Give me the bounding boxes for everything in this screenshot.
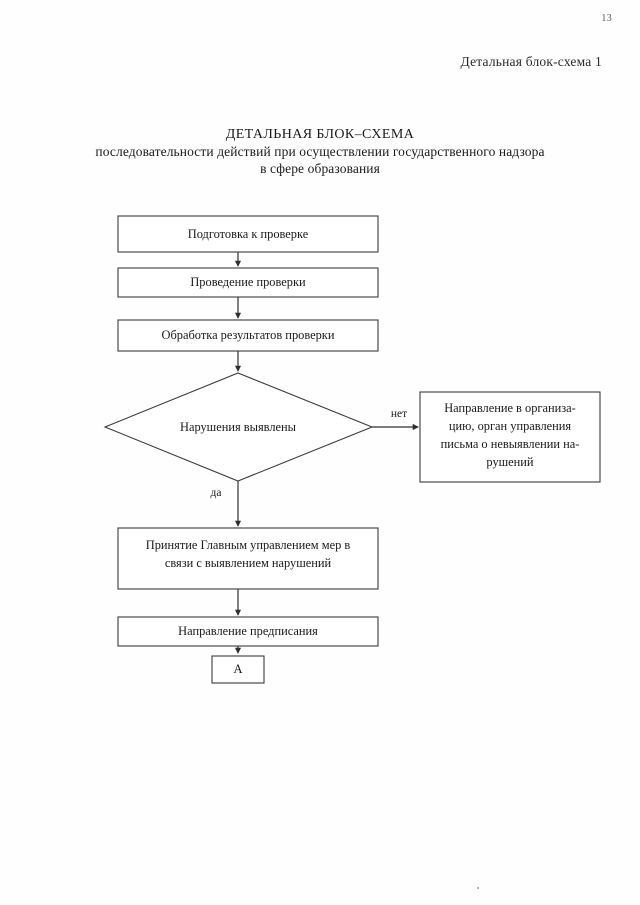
title-line-2: последовательности действий при осуществ… xyxy=(95,144,545,159)
flow-node-prescription[interactable] xyxy=(117,616,379,647)
flow-node-connector-a-label: А xyxy=(233,662,242,676)
flow-node-no-violations-letter-line-4: рушений xyxy=(486,455,534,469)
flow-node-no-violations-letter-line-3: письма о невыявлении на- xyxy=(441,437,580,451)
flow-node-violations-decision[interactable] xyxy=(103,372,374,482)
flow-node-preparation[interactable] xyxy=(117,215,379,253)
document-corner-label: Детальная блок-схема 1 xyxy=(460,54,602,69)
flow-node-measures[interactable] xyxy=(117,527,379,590)
page-number: 13 xyxy=(601,13,612,24)
flow-node-no-violations-letter-line-2: цию, орган управления xyxy=(449,419,572,433)
edge-label-no: нет xyxy=(391,408,407,420)
flow-node-no-violations-letter[interactable] xyxy=(419,391,601,483)
flow-node-violations-decision-label: Нарушения выявлены xyxy=(180,420,297,434)
page-title: ДЕТАЛЬНАЯ БЛОК–СХЕМА последовательности … xyxy=(0,126,640,177)
flow-node-measures-line-2: связи с выявлением нарушений xyxy=(165,556,332,570)
edge-label-yes: да xyxy=(211,487,222,499)
flow-node-inspection-label: Проведение проверки xyxy=(190,275,306,289)
title-line-3: в сфере образования xyxy=(260,161,380,176)
flow-node-prescription-label: Направление предписания xyxy=(178,624,318,638)
flow-node-results-processing[interactable] xyxy=(117,319,379,352)
flow-node-measures-line-1: Принятие Главным управлением мер в xyxy=(146,538,351,552)
flow-node-no-violations-letter-line-1: Направление в организа- xyxy=(444,401,576,415)
flow-node-inspection[interactable] xyxy=(117,267,379,298)
title-main: ДЕТАЛЬНАЯ БЛОК–СХЕМА xyxy=(225,127,415,142)
flow-node-connector-a[interactable] xyxy=(211,655,265,684)
scan-artifact-dot xyxy=(477,887,479,889)
flow-node-results-processing-label: Обработка результатов проверки xyxy=(162,328,335,342)
flow-node-preparation-label: Подготовка к проверке xyxy=(188,227,309,241)
